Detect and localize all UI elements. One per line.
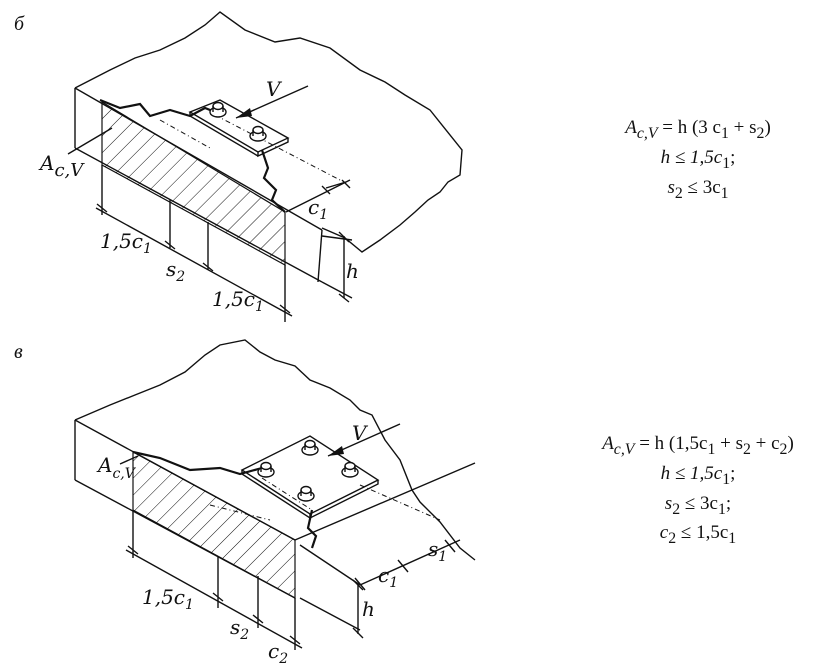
dim-label-h-v: h: [362, 597, 375, 621]
dimension-lines-v: [125, 510, 461, 650]
bolt-icon: [297, 485, 315, 502]
formula-block-b: Ac,V = h (3 c1 + s2) h ≤ 1,5c1; s2 ≤ 3c1: [598, 116, 798, 205]
force-label-v: V: [352, 421, 369, 445]
bolt-icon: [209, 101, 227, 118]
force-label-b: V: [266, 77, 283, 101]
formula-line: Ac,V = h (1,5c1 + s2 + c2): [602, 433, 794, 458]
dim-label-c2-v: c2: [268, 639, 288, 667]
area-leader-v: [119, 455, 139, 465]
formula-line: s2 ≤ 3c1;: [664, 492, 732, 518]
panel-letter-b: б: [14, 13, 25, 35]
dimension-lines-b: [95, 165, 353, 322]
formula-line: h ≤ 1,5c1;: [660, 462, 736, 488]
area-label-v: Ac,V: [96, 453, 137, 482]
base-plate-b: [188, 99, 290, 158]
dim-label-d1-b: 1,5c1: [100, 229, 152, 257]
area-label-b: Ac,V: [38, 151, 85, 181]
slab-b: [74, 11, 463, 283]
dim-label-h-b: h: [346, 259, 359, 283]
base-plate-v: [240, 435, 380, 519]
dim-label-c1-b: c1: [308, 195, 328, 223]
dim-label-s1-v: s1: [428, 537, 447, 565]
dim-label-s2-v: s2: [230, 615, 249, 643]
formula-line: c2 ≤ 1,5c1: [659, 522, 737, 548]
bolt-icon: [257, 461, 275, 478]
formula-line: h ≤ 1,5c1;: [660, 146, 736, 172]
dim-label-d1-v: 1,5c1: [142, 585, 194, 613]
area-leader-b: [67, 127, 113, 155]
bolt-icon: [301, 439, 319, 456]
bolt-icon: [249, 125, 267, 142]
bolt-icon: [341, 461, 359, 478]
formula-block-v: Ac,V = h (1,5c1 + s2 + c2) h ≤ 1,5c1; s2…: [578, 432, 818, 551]
force-arrow-b: [235, 85, 309, 119]
formula-line: Ac,V = h (3 c1 + s2): [625, 117, 771, 142]
dim-label-d2-b: 1,5c1: [212, 287, 264, 315]
force-arrow-v: [327, 423, 401, 457]
formula-line: s2 ≤ 3c1: [667, 176, 729, 202]
dim-label-s2-b: s2: [166, 257, 185, 285]
panel-letter-v: в: [14, 341, 23, 363]
dim-label-c1-v: c1: [378, 563, 398, 591]
slab-v: [74, 339, 476, 600]
